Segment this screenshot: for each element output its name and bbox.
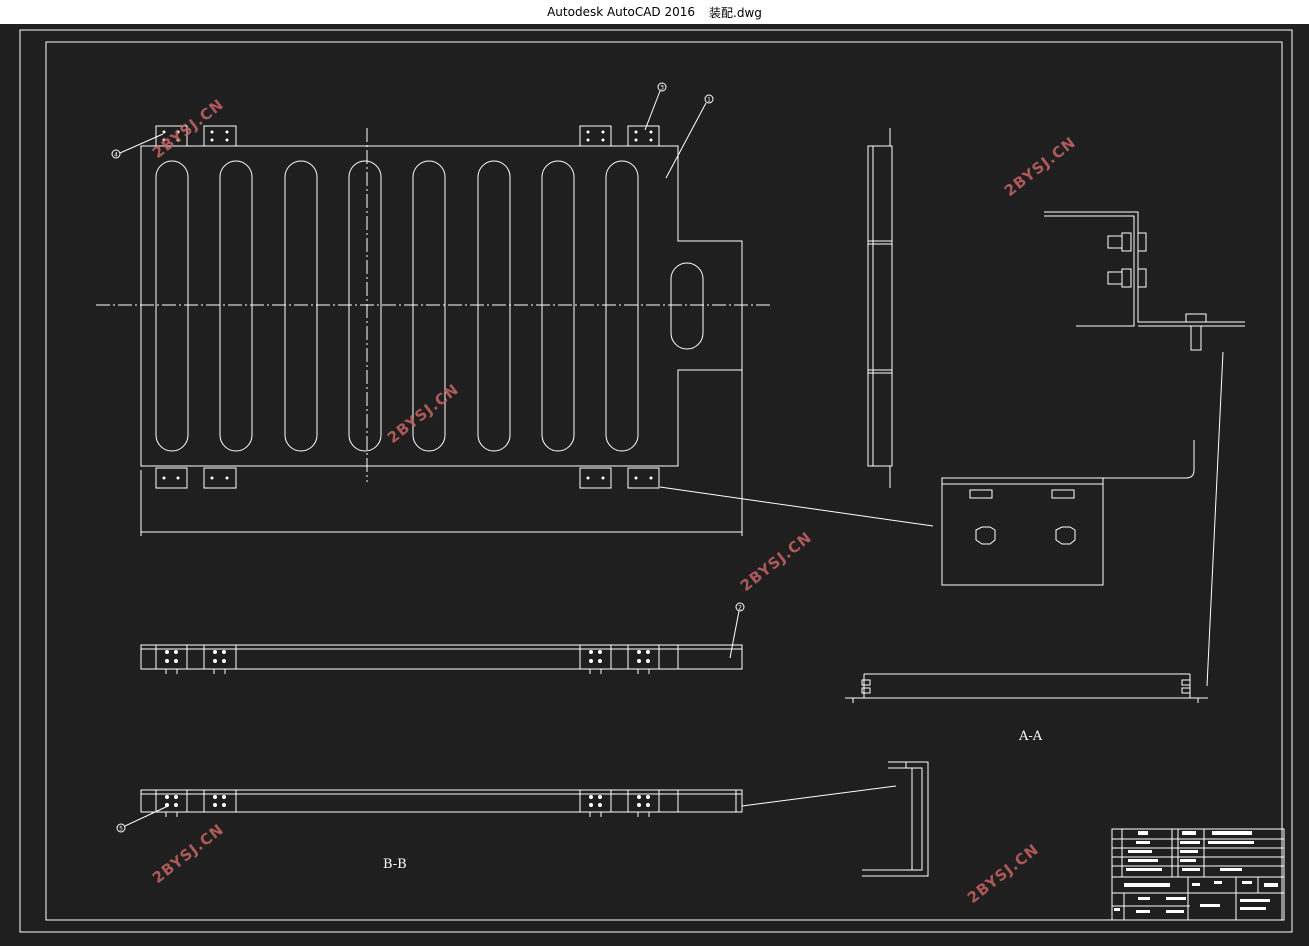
slot — [477, 160, 511, 452]
section-bb-label: B-B — [383, 857, 407, 872]
balloon-4 — [111, 149, 121, 159]
balloon-number: 1 — [707, 97, 711, 104]
balloon-2 — [735, 602, 745, 612]
slot — [605, 160, 639, 452]
balloon-5 — [116, 823, 126, 833]
slot — [219, 160, 253, 452]
balloon-1 — [704, 94, 714, 104]
side-view — [867, 128, 893, 488]
balloon-number: 4 — [114, 152, 118, 159]
balloon-3 — [657, 82, 667, 92]
bracket — [155, 125, 188, 147]
slot — [155, 160, 189, 452]
section-bb — [140, 761, 929, 877]
slot — [348, 160, 382, 452]
bracket — [579, 125, 612, 147]
leader-bb — [741, 785, 897, 807]
clip-detail — [659, 351, 1224, 687]
balloon-number: 5 — [119, 826, 123, 833]
plate-outline — [140, 145, 743, 467]
window-title-bar: Autodesk AutoCAD 2016 装配.dwg — [0, 0, 1309, 24]
bracket — [203, 467, 237, 489]
balloons — [111, 82, 745, 833]
outer-frame — [19, 29, 1293, 933]
bracket — [579, 467, 612, 489]
bracket — [203, 125, 237, 147]
handle-slot — [670, 262, 704, 350]
bracket-holes — [162, 130, 653, 480]
bracket-detail — [1044, 211, 1245, 351]
title-block — [1111, 828, 1285, 921]
leader-clip — [659, 486, 934, 527]
slot — [284, 160, 318, 452]
bracket — [155, 467, 188, 489]
front-view — [140, 644, 743, 674]
file-name: 装配.dwg — [709, 5, 762, 20]
section-aa — [845, 673, 1208, 703]
section-aa-label: A-A — [1019, 729, 1043, 744]
balloon-number: 3 — [660, 85, 664, 92]
bracket — [627, 467, 660, 489]
plan-view — [96, 125, 770, 536]
inner-frame — [45, 41, 1283, 921]
drawing-svg[interactable]: 1 2 3 4 5 — [0, 24, 1309, 946]
app-name: Autodesk AutoCAD 2016 — [547, 5, 696, 19]
slot — [541, 160, 575, 452]
slot — [412, 160, 446, 452]
leader-aa — [1206, 351, 1224, 687]
bracket — [627, 125, 660, 147]
balloon-number: 2 — [738, 605, 742, 612]
